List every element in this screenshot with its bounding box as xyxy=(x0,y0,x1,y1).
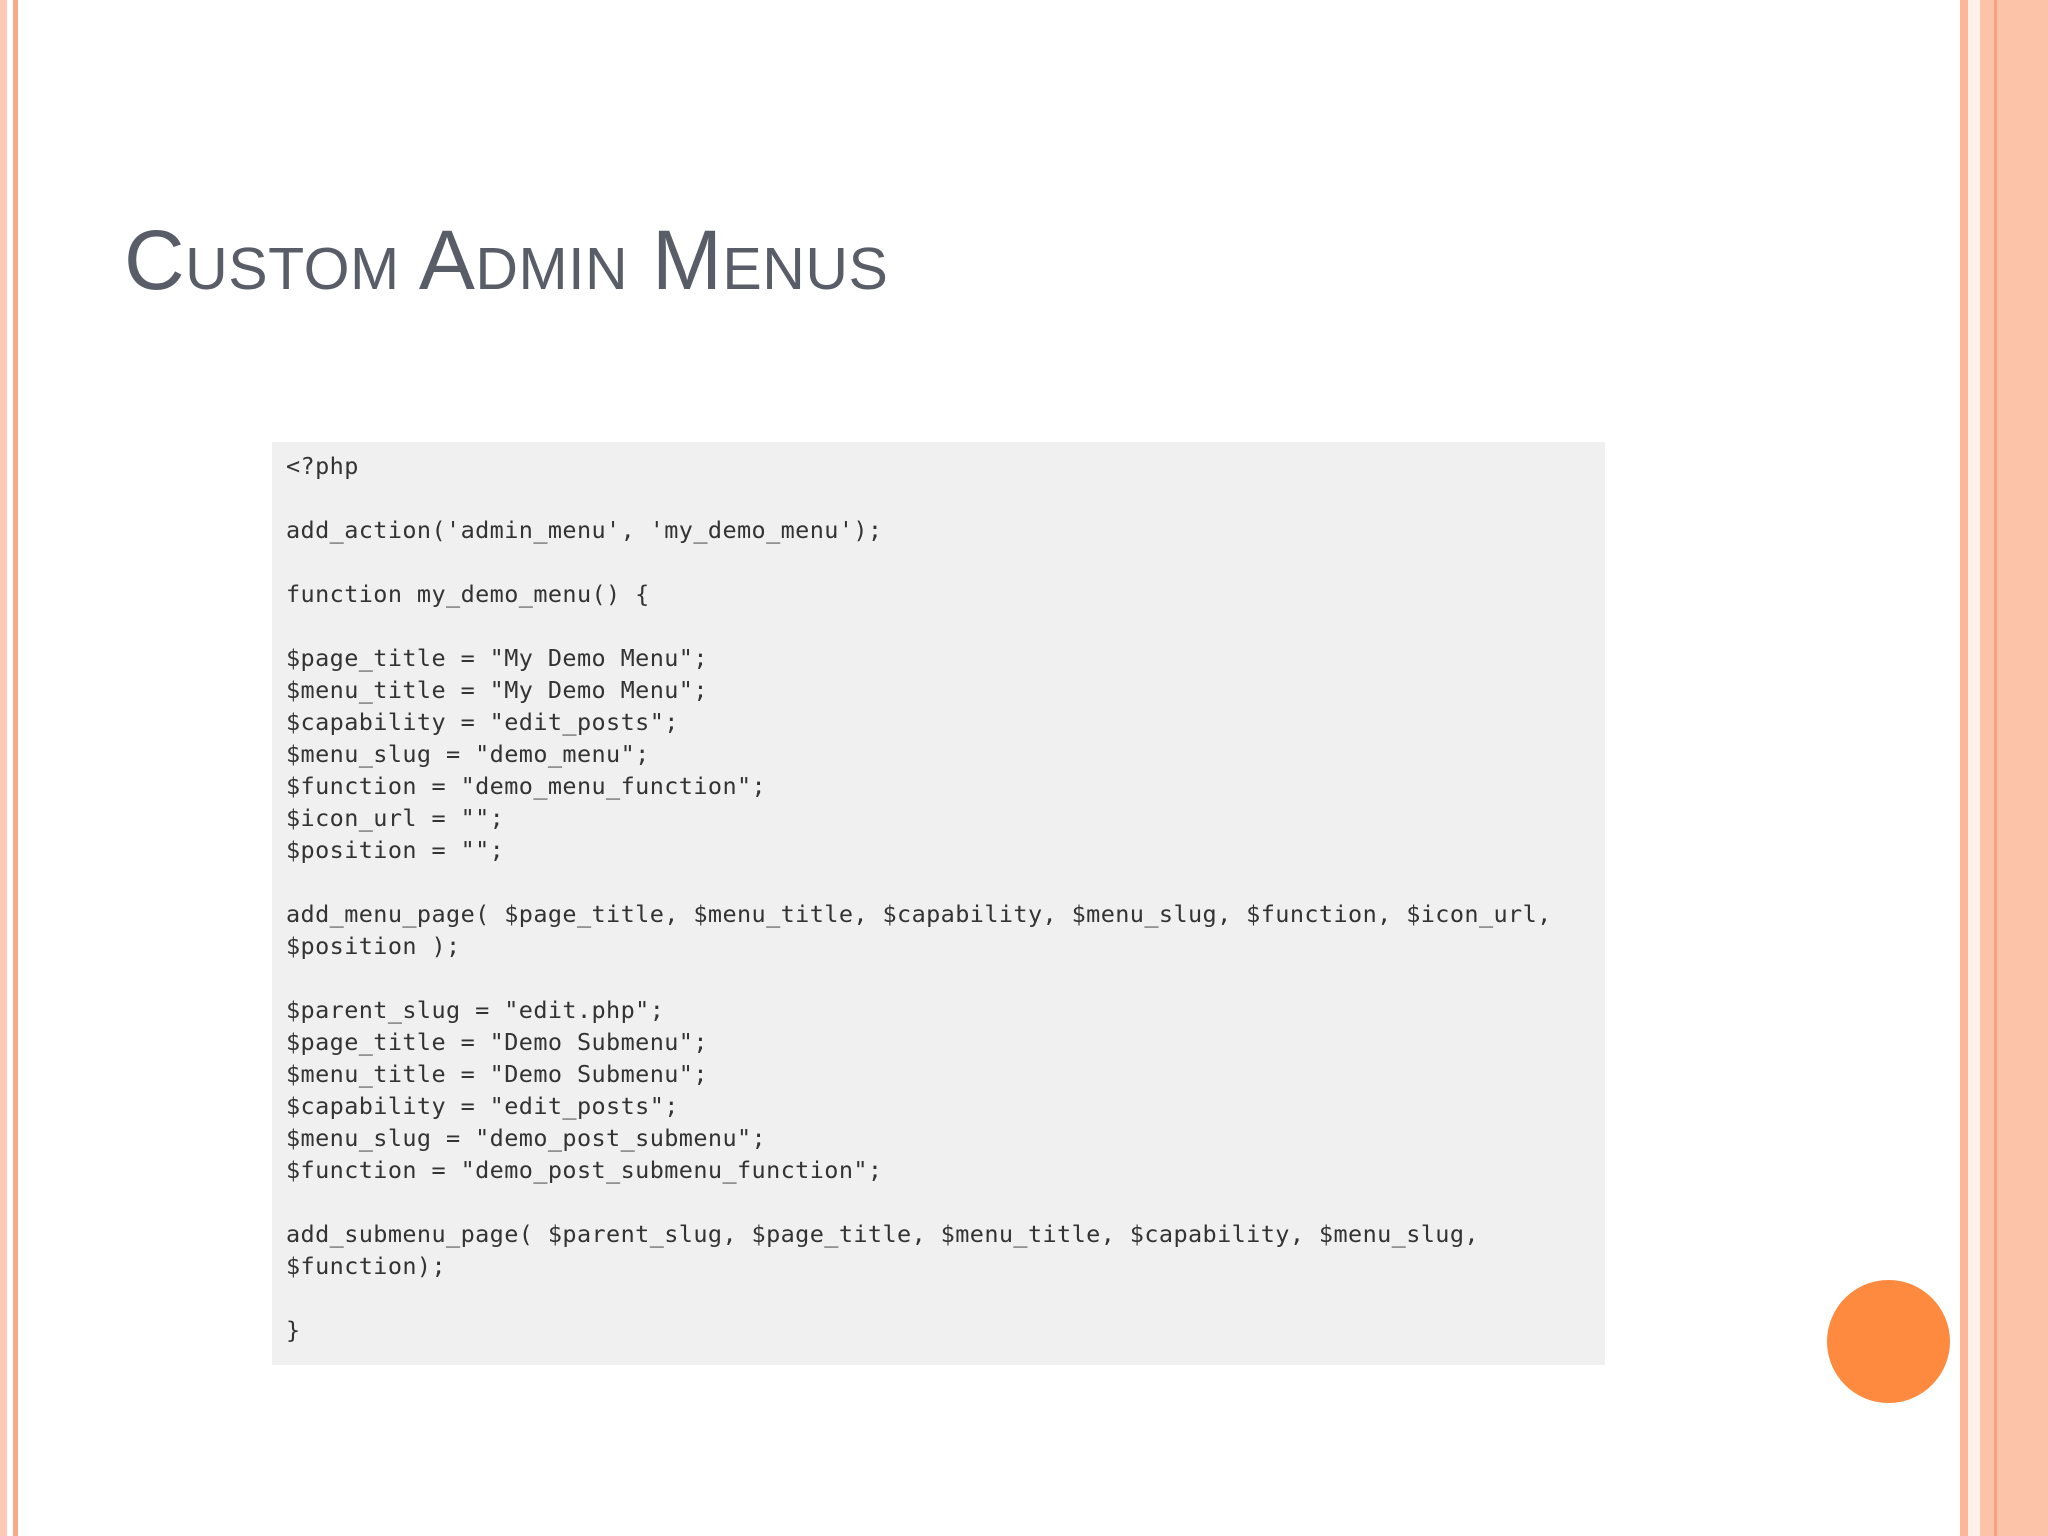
code-line: $capability = "edit_posts"; xyxy=(286,708,679,736)
slide-title: Custom Admin Menus xyxy=(124,213,889,307)
code-line: $menu_title = "My Demo Menu"; xyxy=(286,676,708,704)
right-border-line xyxy=(1994,0,1997,1536)
code-line: add_action('admin_menu', 'my_demo_menu')… xyxy=(286,516,883,544)
code-line xyxy=(286,962,1591,994)
code-line: function my_demo_menu() { xyxy=(286,580,650,608)
code-line: $position = ""; xyxy=(286,836,505,864)
code-line: $function); xyxy=(286,1252,447,1280)
code-line: $page_title = "Demo Submenu"; xyxy=(286,1028,708,1056)
code-line xyxy=(286,1186,1591,1218)
code-line: $parent_slug = "edit.php"; xyxy=(286,996,665,1024)
code-line: $menu_title = "Demo Submenu"; xyxy=(286,1060,708,1088)
code-line: $position ); xyxy=(286,932,461,960)
code-block: <?php add_action('admin_menu', 'my_demo_m… xyxy=(272,442,1605,1365)
code-line: $function = "demo_post_submenu_function"… xyxy=(286,1156,883,1184)
code-line xyxy=(286,482,1591,514)
code-line: $menu_slug = "demo_menu"; xyxy=(286,740,650,768)
code-line: $menu_slug = "demo_post_submenu"; xyxy=(286,1124,767,1152)
code-line xyxy=(286,546,1591,578)
code-line xyxy=(286,1282,1591,1314)
left-border-inner xyxy=(13,0,18,1536)
code-line: <?php xyxy=(286,452,359,480)
code-line: add_submenu_page( $parent_slug, $page_ti… xyxy=(286,1220,1479,1248)
left-border-outer xyxy=(0,0,7,1536)
code-line: add_menu_page( $page_title, $menu_title,… xyxy=(286,900,1552,928)
code-line: $icon_url = ""; xyxy=(286,804,505,832)
code-line: $page_title = "My Demo Menu"; xyxy=(286,644,708,672)
code-line xyxy=(286,866,1591,898)
code-line: } xyxy=(286,1316,301,1344)
right-border-band xyxy=(1980,0,2048,1536)
right-border-stripe xyxy=(1960,0,1968,1536)
decorative-orange-circle xyxy=(1827,1280,1950,1403)
code-line xyxy=(286,610,1591,642)
code-line: $function = "demo_menu_function"; xyxy=(286,772,767,800)
right-border-gap xyxy=(1968,0,1980,1536)
code-line: $capability = "edit_posts"; xyxy=(286,1092,679,1120)
